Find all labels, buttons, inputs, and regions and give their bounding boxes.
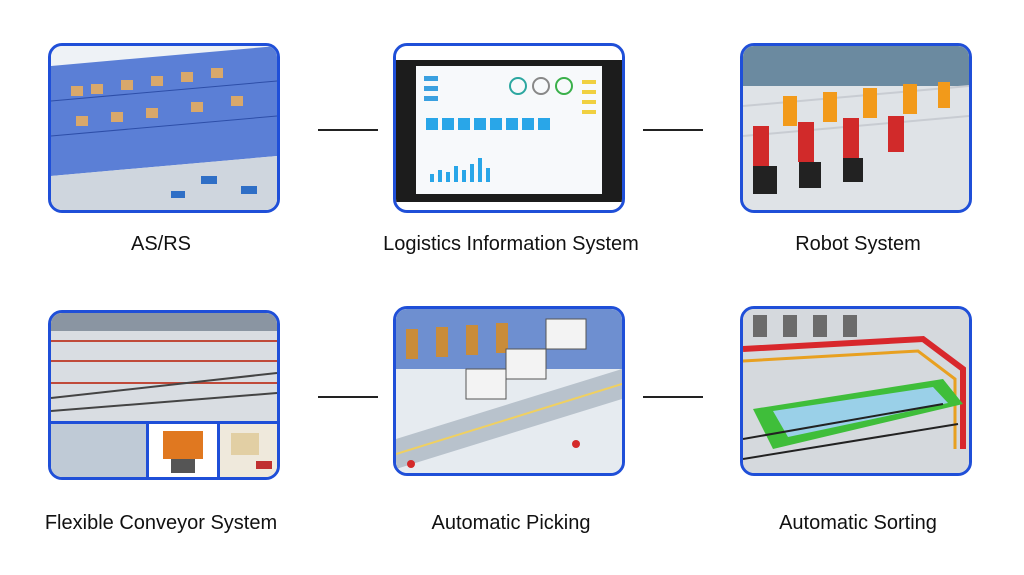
warehouse-racks-icon: [51, 46, 277, 210]
conveyor-image: [48, 310, 280, 480]
sorting-line-icon: [743, 309, 969, 473]
robot-arms-icon: [743, 46, 969, 210]
lis-image: [393, 43, 625, 213]
dashboard-monitor-icon: [396, 46, 622, 210]
node-label-conveyor: Flexible Conveyor System: [44, 512, 278, 534]
robot-image: [740, 43, 972, 213]
picking-image: [393, 306, 625, 476]
edge-lis-robot: [643, 129, 703, 131]
edge-conveyor-picking: [318, 396, 378, 398]
picking-station-icon: [396, 309, 622, 473]
node-label-asrs: AS/RS: [130, 233, 192, 255]
edge-picking-sorting: [643, 396, 703, 398]
conveyor-icon: [51, 313, 277, 477]
asrs-image: [48, 43, 280, 213]
node-label-sorting: Automatic Sorting: [779, 512, 937, 534]
node-label-lis: Logistics Information System: [383, 233, 639, 255]
edge-asrs-lis: [318, 129, 378, 131]
sorting-image: [740, 306, 972, 476]
node-label-picking: Automatic Picking: [431, 512, 591, 534]
node-label-robot: Robot System: [795, 233, 921, 255]
